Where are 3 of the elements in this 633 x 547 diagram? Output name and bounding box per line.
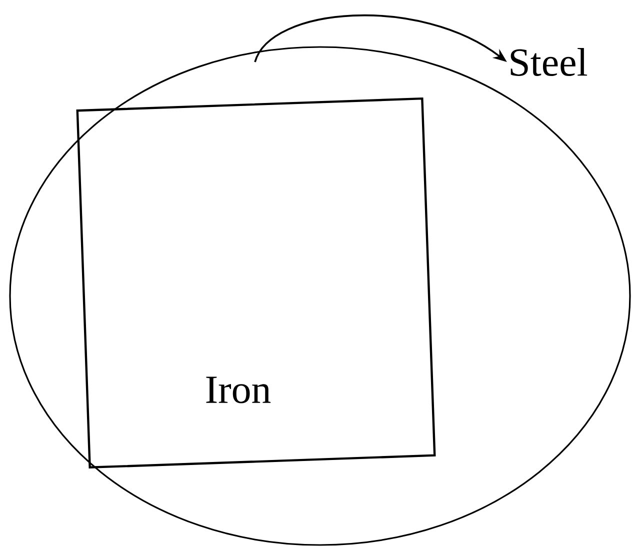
steel-ring [9, 46, 631, 546]
label-text: Steel [510, 48, 588, 76]
iron-square: Iron [76, 97, 436, 469]
